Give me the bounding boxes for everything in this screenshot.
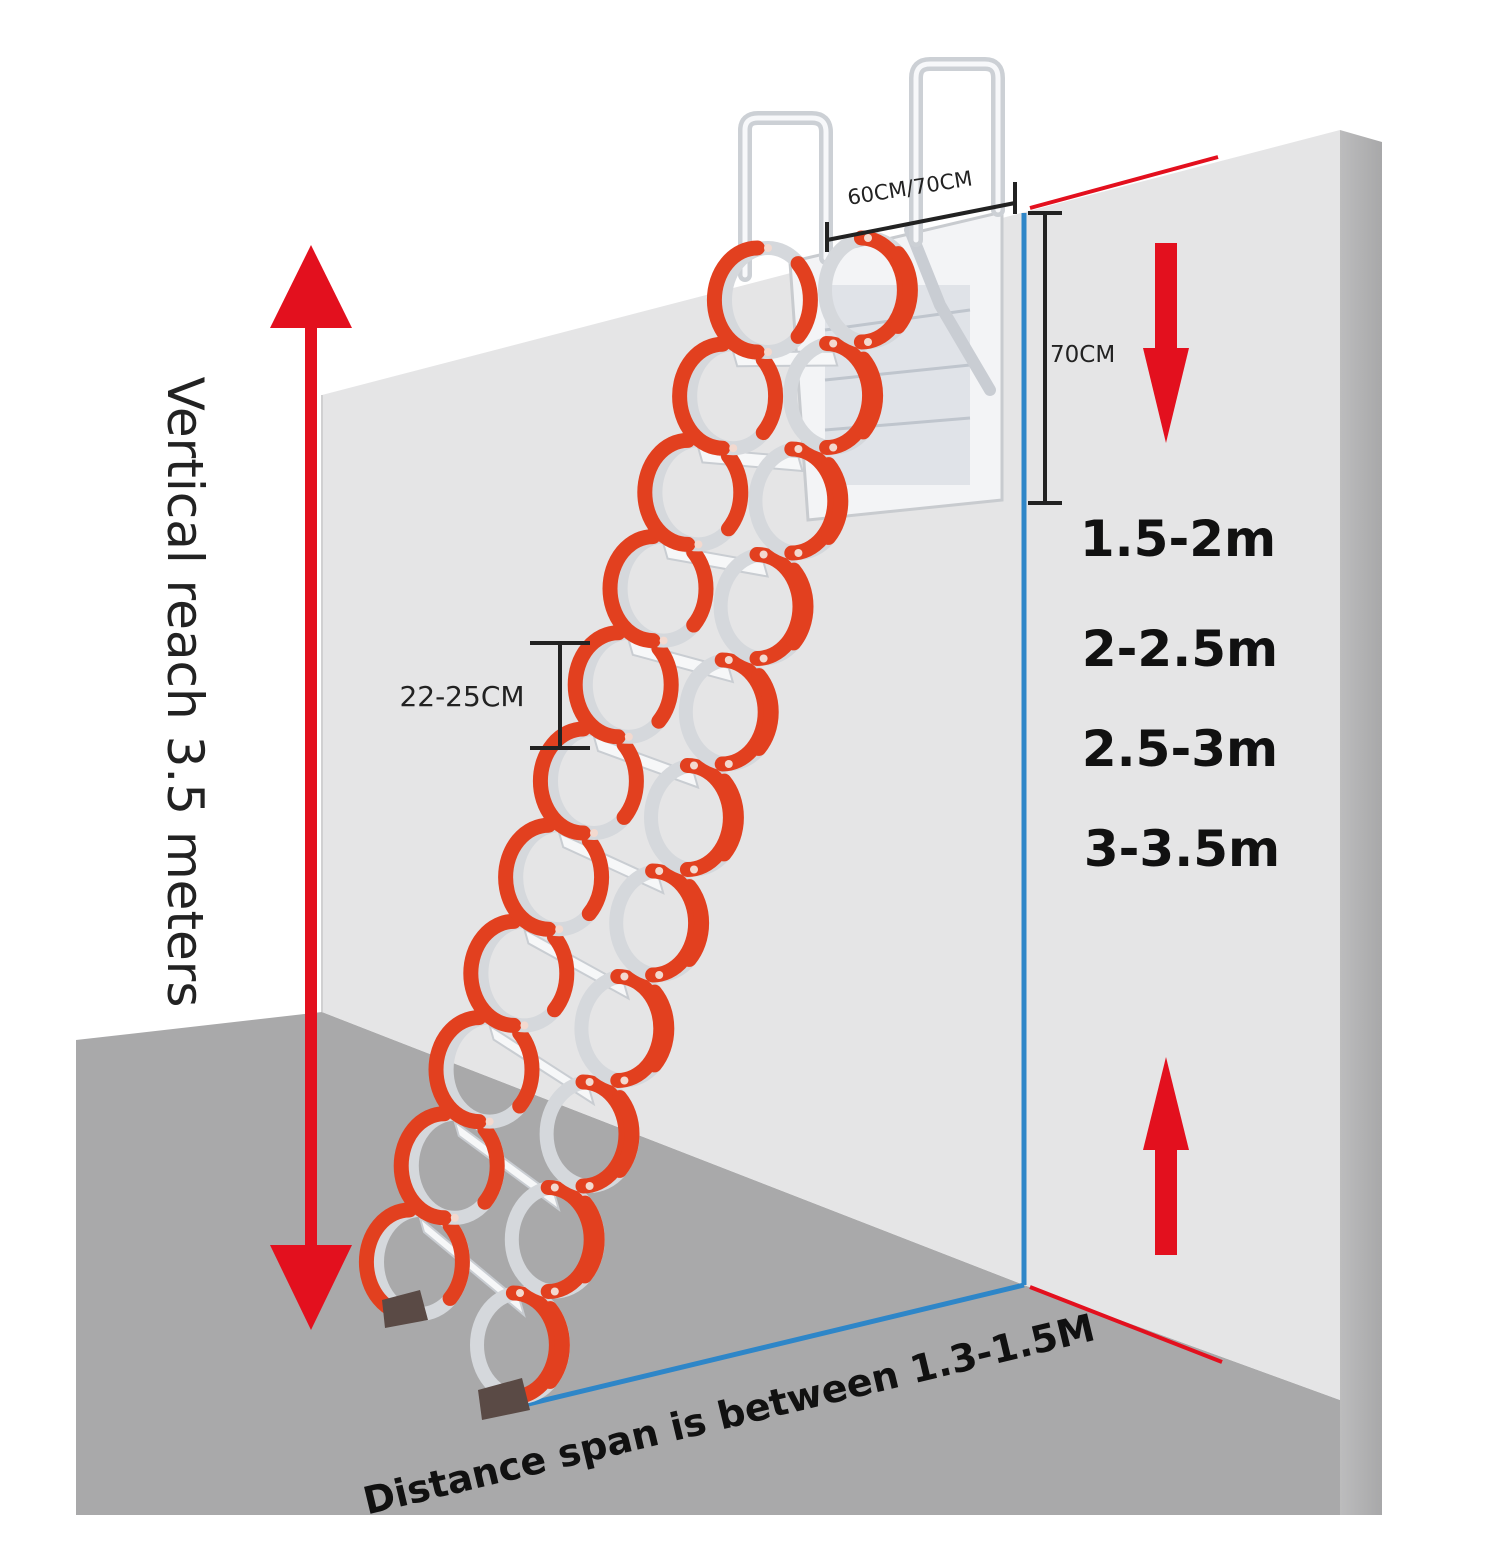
vertical-reach-label: Vertical reach 3.5 meters	[156, 377, 214, 1008]
span-dimension-line	[494, 1282, 1025, 1415]
ladder-link	[713, 547, 814, 666]
box-height-dimension	[1028, 211, 1062, 505]
ladder-link	[539, 1074, 640, 1194]
height-options-list: 1.5-2m 2-2.5m 2.5-3m 3-3.5m	[1080, 510, 1280, 878]
reference-lines	[1029, 155, 1223, 1364]
ladder-link	[644, 758, 744, 877]
box-height-label: 70CM	[1050, 342, 1115, 368]
ladder-link	[748, 441, 849, 561]
ladder-link	[706, 240, 818, 360]
ladder-link	[574, 969, 675, 1088]
ladder-foot	[478, 1378, 530, 1420]
ladder-link	[818, 230, 918, 350]
ladder-link	[504, 1180, 605, 1299]
width-dimension	[825, 182, 1017, 252]
blue-dimension-lines	[494, 213, 1027, 1415]
height-option: 1.5-2m	[1080, 510, 1276, 568]
height-option: 2.5-3m	[1082, 720, 1278, 778]
arrow-head-up	[270, 245, 352, 328]
step-spacing-dimension	[530, 641, 590, 750]
wall-side	[1340, 130, 1382, 1515]
vertical-reach-arrow	[270, 245, 352, 1330]
floor	[76, 1012, 1340, 1515]
ladder-link	[678, 652, 779, 772]
height-option: 2-2.5m	[1082, 620, 1278, 678]
ladder-link	[609, 863, 710, 983]
handrails	[738, 57, 1005, 282]
ladder-tread	[418, 1215, 526, 1318]
scissor-ladder	[358, 230, 918, 1420]
up-arrow	[1143, 1057, 1189, 1255]
down-arrow	[1143, 243, 1189, 443]
step-spacing-label: 22-25CM	[399, 680, 524, 713]
ladder-foot	[382, 1290, 428, 1328]
height-option: 3-3.5m	[1084, 820, 1280, 878]
ladder-link	[783, 336, 884, 455]
arrow-head-down	[270, 1245, 352, 1330]
